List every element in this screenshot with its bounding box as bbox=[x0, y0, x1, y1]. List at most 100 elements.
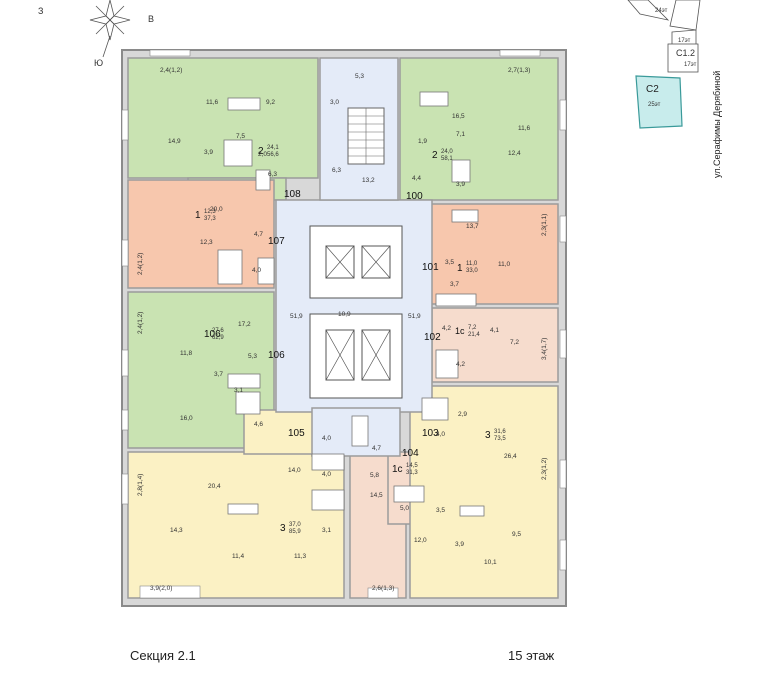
apartment-area-total: 73,5 bbox=[494, 436, 506, 442]
apartment-area-total: 33,0 bbox=[466, 268, 478, 274]
stair-steps bbox=[348, 108, 384, 164]
room-area-label: 3,4(1,7) bbox=[541, 338, 548, 360]
room-area-label: 3,5 bbox=[436, 507, 445, 514]
room-area-label: 26,4 bbox=[504, 453, 517, 460]
apartment-rooms: 2 bbox=[432, 150, 438, 161]
room-area-label: 4,0 bbox=[322, 435, 331, 442]
room-area-label: 3,1 bbox=[234, 387, 243, 394]
apartment-number: 106 bbox=[204, 329, 221, 340]
room-area-label: 4,1 bbox=[490, 327, 499, 334]
apartment-area-living: 27,6 bbox=[212, 328, 224, 334]
room-area-label: 7,5 bbox=[236, 133, 245, 140]
building-outline bbox=[627, 0, 670, 21]
site-plan: 24эт 17эт С1.2 17эт С2 25эт ул.Серафимы … bbox=[627, 0, 722, 178]
room-area-label: 2,4(1,2) bbox=[137, 312, 144, 334]
room-area-label: 3,9 bbox=[204, 149, 213, 156]
room-area-label: 2,9 bbox=[458, 411, 467, 418]
room-area-label: 3,9 bbox=[456, 181, 465, 188]
section-label: Секция 2.1 bbox=[130, 648, 196, 663]
room-area-label: 11,0 bbox=[498, 261, 511, 268]
room-area-label: 20,0 bbox=[210, 206, 223, 213]
highlighted-building bbox=[635, 75, 683, 129]
room-area-label: 1,9 bbox=[418, 138, 427, 145]
room-area-label: 4,7 bbox=[372, 445, 381, 452]
room-area-label: 11,4 bbox=[232, 553, 245, 560]
room-area-label: 4,0 bbox=[322, 471, 331, 478]
elevator-cross-marks bbox=[325, 245, 391, 381]
room-area-label: 16,0 bbox=[180, 415, 193, 422]
building-outline bbox=[667, 43, 699, 73]
apartment-number: 105 bbox=[288, 428, 305, 439]
room-area-label: 4,0 bbox=[252, 267, 261, 274]
room-area-label: 3,7 bbox=[450, 281, 459, 288]
room-area-label: 20,4 bbox=[208, 483, 221, 490]
apartment-area-total: 37,3 bbox=[204, 216, 216, 222]
apartment-area-living: 12,3 bbox=[204, 209, 216, 215]
apartment-103-zone bbox=[409, 385, 559, 599]
room-area-label: 13,7 bbox=[466, 223, 479, 230]
site-building-floors: 17эт bbox=[684, 62, 697, 68]
compass-east: В bbox=[148, 14, 154, 24]
site-building-name: С1.2 bbox=[676, 48, 695, 58]
apartment-107-zone bbox=[127, 179, 275, 289]
room-area-label: 4,6 bbox=[254, 421, 263, 428]
room-area-label: 12,4 bbox=[508, 150, 521, 157]
bathrooms bbox=[217, 91, 485, 517]
apartment-rooms: 1 bbox=[457, 263, 463, 274]
street-label: ул.Серафимы Дерябиной bbox=[712, 71, 722, 178]
apartment-area-total: 62,9 bbox=[212, 335, 224, 341]
apartment-rooms: 2 bbox=[258, 146, 264, 157]
apartment-number: 102 bbox=[424, 332, 441, 343]
room-area-label: 14,9 bbox=[168, 138, 181, 145]
room-area-label: 2,4(1,2) bbox=[137, 253, 144, 275]
compass-west: З bbox=[38, 6, 43, 16]
compass-south: Ю bbox=[94, 58, 103, 68]
apartment-rooms: 3 bbox=[280, 523, 286, 534]
room-area-label: 12,0 bbox=[414, 537, 427, 544]
room-area-label: 3,9 bbox=[455, 541, 464, 548]
site-building-name: С2 bbox=[646, 84, 659, 95]
site-building-floors: 24эт bbox=[655, 8, 668, 14]
room-area-label: 9,2 bbox=[266, 99, 275, 106]
apartment-rooms: 3 bbox=[485, 430, 491, 441]
apartment-number: 101 bbox=[422, 262, 439, 273]
room-area-label: 5,8 bbox=[370, 472, 379, 479]
apartment-number: 100 bbox=[406, 191, 423, 202]
room-area-label: 14,3 bbox=[170, 527, 183, 534]
apartment-101-zone bbox=[429, 203, 559, 305]
room-area-label: 5,0 bbox=[400, 505, 409, 512]
room-area-label: 14,5 bbox=[370, 492, 383, 499]
windows bbox=[121, 49, 567, 599]
room-area-label: 4,2 bbox=[442, 325, 451, 332]
room-area-label: 5,3 bbox=[355, 73, 364, 80]
site-building-floors: 17эт bbox=[678, 38, 691, 44]
apartment-100-zone bbox=[399, 57, 559, 201]
room-area-label: 2,4(1,2) bbox=[160, 67, 182, 74]
room-area-label: 51,9 bbox=[290, 313, 303, 320]
room-area-label: 3,9(2,0) bbox=[150, 585, 172, 592]
room-area-label: 7,1 bbox=[456, 131, 465, 138]
room-area-label: 3,0 bbox=[330, 99, 339, 106]
room-area-label: 11,6 bbox=[206, 99, 219, 106]
room-area-label: 11,6 bbox=[518, 125, 531, 132]
apartment-area-total: 56,6 bbox=[267, 152, 279, 158]
apartment-rooms: 1с bbox=[455, 326, 465, 336]
room-area-label: 2,8(1,4) bbox=[137, 474, 144, 496]
floor-label: 15 этаж bbox=[508, 648, 555, 663]
apartment-number: 107 bbox=[268, 236, 285, 247]
apartment-area-living: 37,0 bbox=[289, 522, 301, 528]
building-outline bbox=[669, 0, 701, 31]
apartment-number: 103 bbox=[422, 428, 439, 439]
room-area-label: 2,6(1,3) bbox=[372, 585, 394, 592]
apartment-number: 104 bbox=[402, 448, 419, 459]
room-area-label: 17,2 bbox=[238, 321, 251, 328]
room-area-label: 2,3(1,1) bbox=[541, 214, 548, 236]
room-area-label: 6,3 bbox=[268, 171, 277, 178]
room-area-label: 51,9 bbox=[408, 313, 421, 320]
room-area-label: 3,5 bbox=[445, 259, 454, 266]
room-area-label: 9,5 bbox=[512, 531, 521, 538]
room-area-label: 7,2 bbox=[510, 339, 519, 346]
site-building-floors: 25эт bbox=[648, 102, 661, 108]
